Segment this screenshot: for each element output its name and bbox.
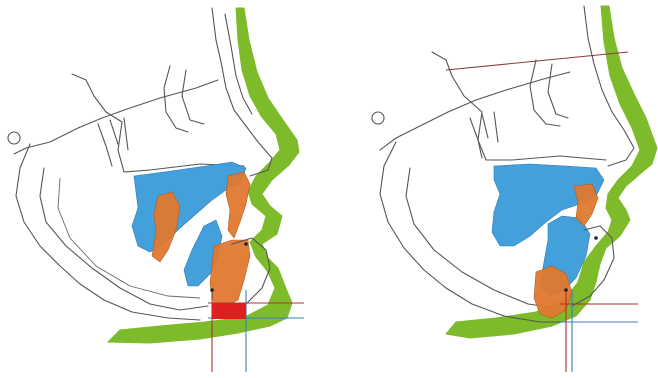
right-landmark-dot bbox=[594, 236, 598, 240]
right-maxilla-outline bbox=[432, 52, 606, 160]
left-pterygoid-outline bbox=[98, 118, 128, 166]
left-landmark-dot bbox=[244, 242, 248, 246]
right-upper-incisor-orange bbox=[574, 184, 598, 226]
right-panel bbox=[372, 6, 657, 372]
right-landmark-dot bbox=[564, 288, 568, 292]
left-ear-marker-icon bbox=[8, 132, 20, 144]
left-maxilla-outline bbox=[72, 74, 244, 172]
left-cranial-base-outline bbox=[14, 80, 218, 154]
left-highlight-box bbox=[212, 303, 246, 319]
right-pterygoid-outline bbox=[470, 112, 498, 158]
left-panel bbox=[8, 8, 304, 372]
left-orbit-outline bbox=[164, 66, 204, 132]
right-cranial-base-outline bbox=[380, 72, 570, 150]
right-reference-line bbox=[446, 52, 628, 70]
left-upper-incisor-orange bbox=[226, 172, 250, 238]
right-ear-marker-icon bbox=[372, 112, 384, 124]
left-landmark-dot bbox=[210, 288, 214, 292]
right-orbit-outline bbox=[530, 60, 568, 126]
left-lower-incisor-orange bbox=[210, 240, 250, 306]
